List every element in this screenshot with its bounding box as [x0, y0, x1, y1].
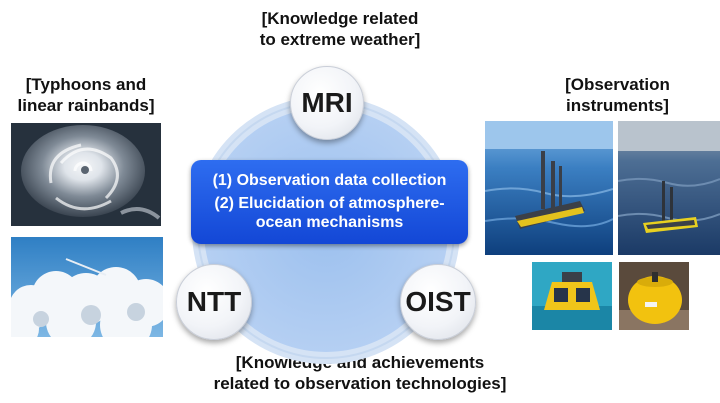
surface-buoy-photo — [618, 121, 720, 255]
ntt-node: NTT — [176, 264, 252, 340]
oist-node: OIST — [400, 264, 476, 340]
mri-node: MRI — [290, 66, 364, 140]
cumulonimbus-clouds-image — [11, 237, 163, 337]
goal-elucidation-line-1: (2) Elucidation of atmosphere- — [191, 194, 468, 213]
caption-line: instruments] — [535, 95, 700, 116]
yellow-dome-buoy-photo — [619, 262, 689, 330]
caption-extreme-weather: [Knowledge related to extreme weather] — [225, 8, 455, 50]
caption-typhoons: [Typhoons and linear rainbands] — [6, 74, 166, 116]
typhoon-satellite-image — [11, 123, 161, 226]
yellow-float-photo — [532, 262, 612, 330]
research-goals-box: (1) Observation data collection (2) Eluc… — [191, 160, 468, 244]
caption-instruments: [Observation instruments] — [535, 74, 700, 116]
caption-line: [Knowledge related — [225, 8, 455, 29]
caption-line: to extreme weather] — [225, 29, 455, 50]
caption-line: [Observation — [535, 74, 700, 95]
caption-line: [Typhoons and — [6, 74, 166, 95]
goal-observation-data-collection: (1) Observation data collection — [191, 171, 468, 190]
goal-elucidation-line-2: ocean mechanisms — [191, 213, 468, 232]
caption-line: linear rainbands] — [6, 95, 166, 116]
wave-glider-photo — [485, 121, 613, 255]
